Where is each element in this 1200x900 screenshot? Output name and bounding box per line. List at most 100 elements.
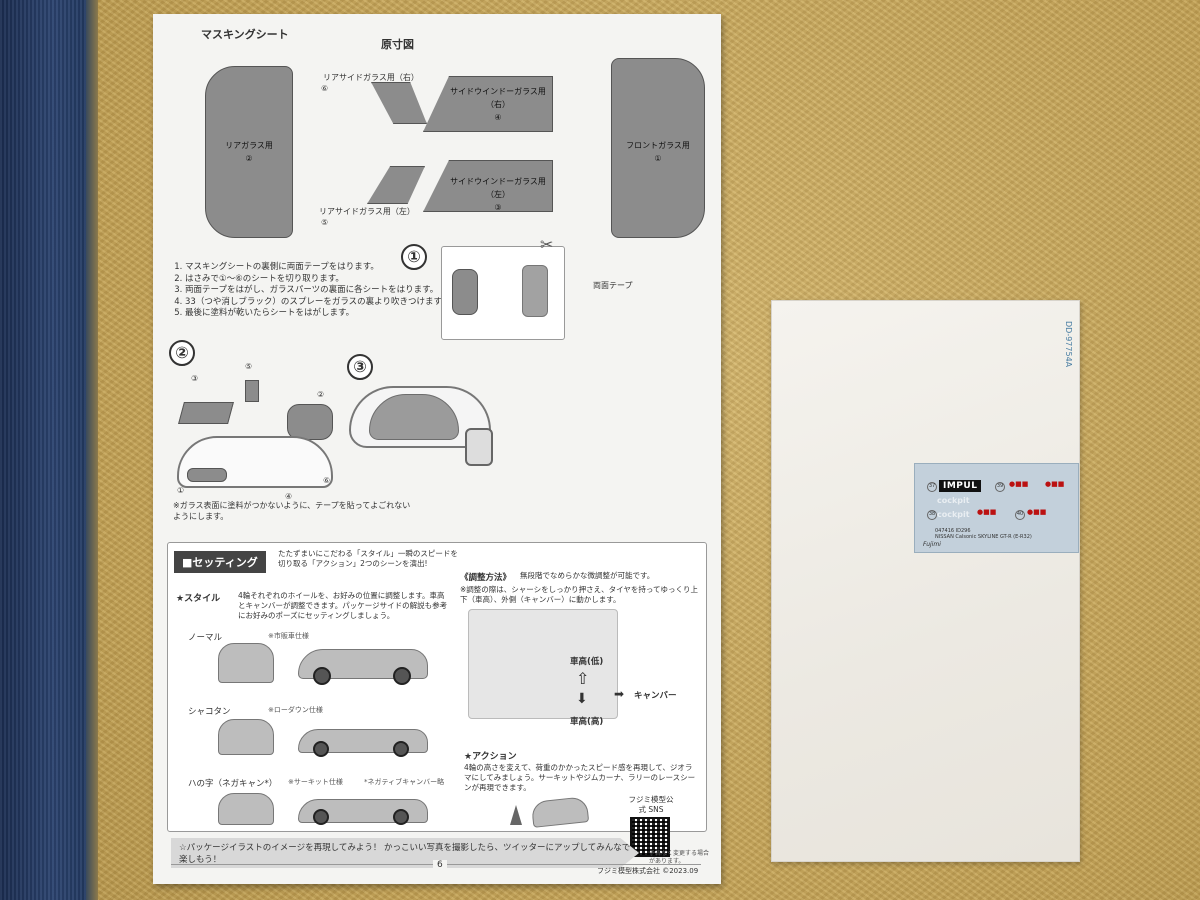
side-window-right-shape: サイドウインドーガラス用（右） ④ (423, 76, 553, 132)
glass-piece-icon (187, 468, 227, 482)
decal-red-mark: ●■■ (977, 508, 997, 516)
cone-icon (510, 805, 522, 825)
car-front-view (218, 719, 274, 755)
car-front-view (218, 643, 274, 683)
side-window-left-shape: サイドウインドーガラス用（左） ③ (423, 160, 553, 212)
rear-glass-number: ② (245, 154, 253, 163)
setting-intro: たたずまいにこだわる「スタイル」一瞬のスピードを切り取る「アクション」2つのシー… (278, 549, 458, 568)
front-glass-shape: フロントガラス用 ① (611, 58, 705, 238)
step-item: はさみで①～⑥のシートを切り取ります。 (185, 274, 471, 286)
masking-title: マスキングシート (201, 28, 289, 41)
package-code: DD-97754A (1064, 321, 1073, 368)
decal-number: 38 (927, 510, 937, 520)
piece-mark: ② (317, 390, 325, 399)
rear-side-right-label: リアサイドガラス用（右） (323, 73, 419, 82)
piece-mark: ③ (191, 374, 199, 383)
height-low-label: 車高(低) (570, 657, 604, 667)
arrow-right-icon: ➡ (614, 687, 625, 701)
piece-mark: ⑥ (323, 476, 331, 485)
car-action-view (530, 796, 590, 828)
sns-label: フジミ模型公式 SNS (628, 795, 674, 814)
step-1-diagram: ✂ (441, 235, 565, 340)
normal-label: ノーマル (188, 633, 223, 643)
decal-red-mark: ●■■ (1027, 508, 1047, 516)
rear-side-left-label: リアサイドガラス用（左） (319, 207, 415, 216)
style-text: 4輪それぞれのホイールを、お好みの位置に調整します。車高とキャンバーが調整できま… (238, 591, 448, 620)
front-glass-number: ① (654, 154, 662, 163)
style-heading: ★スタイル (176, 594, 221, 604)
sheet-piece-icon (452, 269, 478, 315)
rear-side-left-number: ⑤ (321, 218, 329, 227)
piece-mark: ④ (285, 492, 293, 501)
decal-package: DD-97754A 37 IMPUL 39 ●■■ ●■■ cockpit 38… (771, 300, 1080, 862)
setting-heading: ■セッティング (174, 551, 266, 573)
decal-number: 40 (1015, 510, 1025, 520)
step-item: マスキングシートの裏側に両面テープをはります。 (185, 262, 471, 274)
rear-side-right-shape (371, 82, 427, 124)
action-text: 4輪の高さを変えて、荷重のかかったスピード感を再現して、ジオラマにしてみましょう… (464, 763, 696, 792)
piece-mark: ① (177, 486, 185, 495)
scissors-icon: ✂ (540, 235, 554, 254)
action-heading: ★アクション (464, 752, 517, 762)
spray-can-icon (465, 428, 493, 466)
fujimi-logo: Fujimi (923, 541, 941, 548)
decal-red-mark: ●■■ (1009, 480, 1029, 488)
step-2-badge: ② (169, 340, 195, 366)
copyright: フジミ模型株式会社 ©2023.09 (597, 867, 699, 875)
rear-side-right-number: ⑥ (321, 84, 329, 93)
wheel-icon (393, 809, 409, 825)
instruction-sheet: マスキングシート 原寸図 リアガラス用 ② フロントガラス用 ① リアサイドガラ… (153, 14, 721, 884)
adjust-text: ※調整の際は、シャーシをしっかり押さえ、タイヤを持ってゆっくり上下（車高）、外側… (460, 585, 699, 604)
caution-text: ※ガラス表面に塗料がつかないように、テープを貼ってよごれないようにします。 (173, 501, 411, 521)
double-tape-label: 両面テープ (593, 281, 633, 290)
setting-section: ■セッティング たたずまいにこだわる「スタイル」一瞬のスピードを切り取る「アクシ… (167, 542, 707, 857)
decal-product-line: 047416 ID296 (935, 528, 971, 534)
rear-glass-shape: リアガラス用 ② (205, 66, 293, 238)
painted-area (369, 394, 459, 440)
decal-sheet: 37 IMPUL 39 ●■■ ●■■ cockpit 38 cockpit ●… (914, 463, 1079, 553)
hachi-note-2: *ネガティブキャンバー略 (364, 778, 445, 786)
glass-piece-icon (178, 402, 234, 424)
step-3-badge: ③ (347, 354, 373, 380)
actual-size-title: 原寸図 (381, 38, 414, 51)
steps-list: マスキングシートの裏側に両面テープをはります。 はさみで①～⑥のシートを切り取り… (171, 262, 471, 320)
step-2-diagram: ③ ⑤ ② ④ ⑥ ① (177, 362, 337, 501)
normal-note: ※市販車仕様 (268, 632, 309, 640)
step-item: 両面テープをはがし、ガラスパーツの裏面に各シートをはります。 (185, 285, 471, 297)
rear-side-left-shape (367, 166, 425, 204)
side-window-right-number: ④ (494, 113, 502, 122)
sns-note: 予告なく変更する場合があります。 (649, 850, 710, 865)
cockpit-logo: cockpit (937, 496, 970, 505)
qr-code-icon[interactable] (630, 817, 670, 857)
adjust-diagram (468, 609, 618, 719)
car-front-view (218, 793, 274, 825)
tip-banner: ☆パッケージイラストのイメージを再現してみよう！ かっこいい写真を撮影したら、ツ… (171, 838, 639, 868)
wheel-icon (313, 741, 329, 757)
hachi-label: ハの字（ネガキャン*） (188, 779, 278, 789)
hachi-note: ※サーキット仕様 (288, 778, 343, 786)
adjust-subheading: 無段階でなめらかな微調整が可能です。 (520, 571, 655, 580)
decal-number: 37 (927, 482, 937, 492)
impul-logo: IMPUL (939, 480, 982, 492)
glass-piece-icon (245, 380, 259, 402)
cockpit-logo: cockpit (937, 510, 970, 519)
step-1-badge: ① (401, 244, 427, 270)
camber-label: キャンバー (634, 691, 677, 701)
wheel-icon (313, 809, 329, 825)
glass-piece-icon (287, 404, 333, 440)
side-window-left-number: ③ (494, 203, 502, 212)
rear-glass-label: リアガラス用 (225, 141, 273, 150)
wheel-icon (313, 667, 331, 685)
arrow-up-icon: ⇧ (576, 669, 590, 688)
page-number: 6 (433, 860, 447, 870)
side-window-right-label: サイドウインドーガラス用（右） (450, 87, 546, 109)
decal-product-line: NISSAN Calsonic SKYLINE GT-R (E-R32) (935, 534, 1032, 540)
shakotan-label: シャコタン (188, 707, 231, 717)
decal-red-mark: ●■■ (1045, 480, 1065, 488)
step-item: 33（つや消しブラック）のスプレーをガラスの裏より吹きつけます。 (185, 297, 471, 309)
adjust-heading: 《調整方法》 (460, 573, 512, 583)
piece-mark: ⑤ (245, 362, 253, 371)
arrow-down-icon: ⬇ (576, 691, 588, 707)
side-window-left-label: サイドウインドーガラス用（左） (450, 177, 546, 199)
wheel-icon (393, 667, 411, 685)
